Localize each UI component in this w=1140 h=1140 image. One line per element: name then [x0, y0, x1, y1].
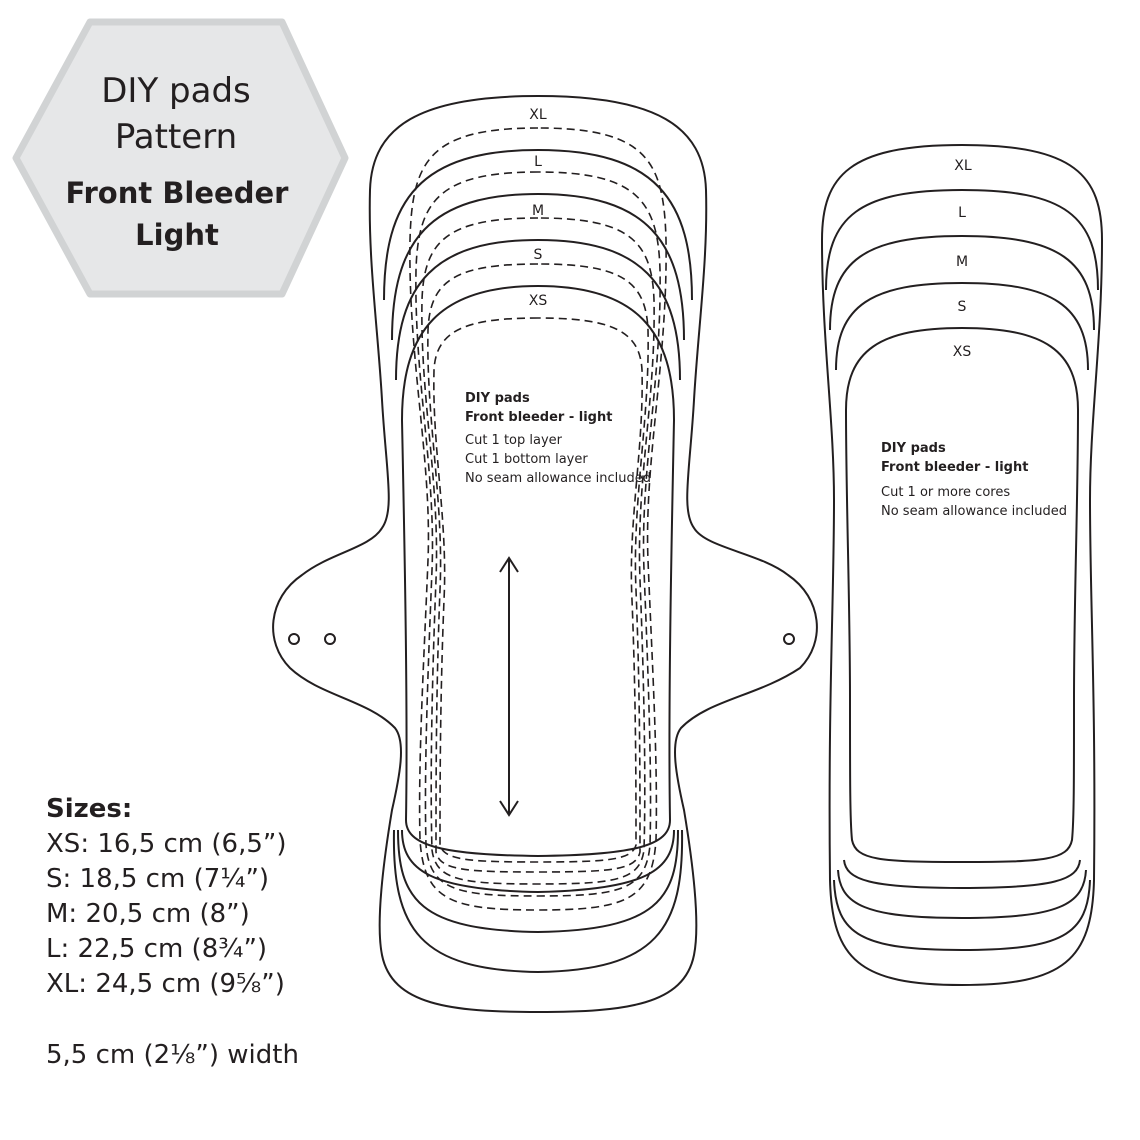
core-placement-guides	[409, 127, 667, 911]
badge-title-line2: Pattern	[115, 117, 237, 157]
width-note: 5,5 cm (2⅛”) width	[46, 1040, 299, 1070]
core-note-title: DIY pads	[881, 441, 946, 456]
core-guide-s	[427, 263, 649, 873]
pad-outline-l-top	[383, 148, 693, 301]
size-item-xs: XS: 16,5 cm (6,5”)	[46, 829, 287, 859]
core-outline-xl	[820, 143, 1104, 987]
snap-hole-left-inner	[324, 633, 336, 645]
pad-note-line-1: Cut 1 top layer	[465, 433, 563, 448]
pad-size-label-xs: XS	[529, 293, 548, 309]
pad-pattern	[272, 94, 818, 1014]
badge-title-line1: DIY pads	[101, 71, 251, 111]
pad-outline-xl	[272, 94, 818, 1014]
pad-outline-m-top	[391, 192, 685, 341]
core-outline-l	[825, 188, 1099, 952]
core-outline-m	[829, 234, 1095, 920]
snap-hole-right	[783, 633, 795, 645]
badge-subtitle-line1: Front Bleeder	[66, 176, 290, 210]
core-size-label-l: L	[958, 205, 966, 221]
pad-outline-l-bottom	[392, 829, 684, 974]
pad-note: DIY pads Front bleeder - light Cut 1 top…	[465, 391, 651, 486]
sizes-heading: Sizes:	[46, 794, 133, 824]
hexagon-badge-shape	[12, 18, 349, 298]
core-guide-xl	[409, 127, 667, 911]
pad-note-line-3: No seam allowance included	[465, 471, 651, 486]
core-note-line-1: Cut 1 or more cores	[881, 485, 1010, 500]
pad-size-label-s: S	[534, 247, 543, 263]
core-guide-l	[415, 171, 661, 897]
core-size-labels: XL L M S XS	[953, 158, 972, 360]
pad-size-label-l: L	[534, 154, 542, 170]
core-size-label-m: M	[956, 254, 968, 270]
core-note: DIY pads Front bleeder - light Cut 1 or …	[881, 441, 1067, 519]
badge-subtitle-line2: Light	[135, 218, 219, 252]
pad-outline-xs-sides	[401, 419, 675, 821]
pad-note-line-2: Cut 1 bottom layer	[465, 452, 588, 467]
size-item-xl: XL: 24,5 cm (9⅝”)	[46, 969, 285, 999]
pad-outline-xs-bottom	[405, 819, 671, 858]
core-note-line-2: No seam allowance included	[881, 504, 1067, 519]
title-badge: DIY pads Pattern Front Bleeder Light	[12, 18, 349, 298]
core-outline-xs	[844, 326, 1080, 864]
size-item-m: M: 20,5 cm (8”)	[46, 899, 250, 929]
pad-size-label-m: M	[532, 203, 544, 219]
size-item-s: S: 18,5 cm (7¼”)	[46, 864, 270, 894]
size-item-l: L: 22,5 cm (8¾”)	[46, 934, 268, 964]
pad-outline-s-bottom	[401, 829, 675, 894]
pad-note-subtitle: Front bleeder - light	[465, 410, 612, 425]
core-outline-s	[835, 281, 1089, 890]
core-size-label-xs: XS	[953, 344, 972, 360]
snap-hole-left-outer	[288, 633, 300, 645]
core-guide-xs	[433, 317, 643, 863]
pad-size-label-xl: XL	[529, 107, 547, 123]
core-pattern	[820, 143, 1104, 987]
grainline-arrow	[499, 556, 519, 817]
core-guide-m	[421, 217, 655, 885]
pad-outline-m-bottom	[397, 829, 679, 934]
core-size-label-s: S	[958, 299, 967, 315]
sizes-legend: Sizes: XS: 16,5 cm (6,5”) S: 18,5 cm (7¼…	[46, 792, 299, 1073]
pad-outline-s-top	[395, 238, 681, 381]
core-note-subtitle: Front bleeder - light	[881, 460, 1028, 475]
pad-note-title: DIY pads	[465, 391, 530, 406]
pad-size-labels: XL L M S XS	[529, 107, 548, 309]
core-size-label-xl: XL	[954, 158, 972, 174]
pad-outline-xs-top	[401, 284, 675, 421]
